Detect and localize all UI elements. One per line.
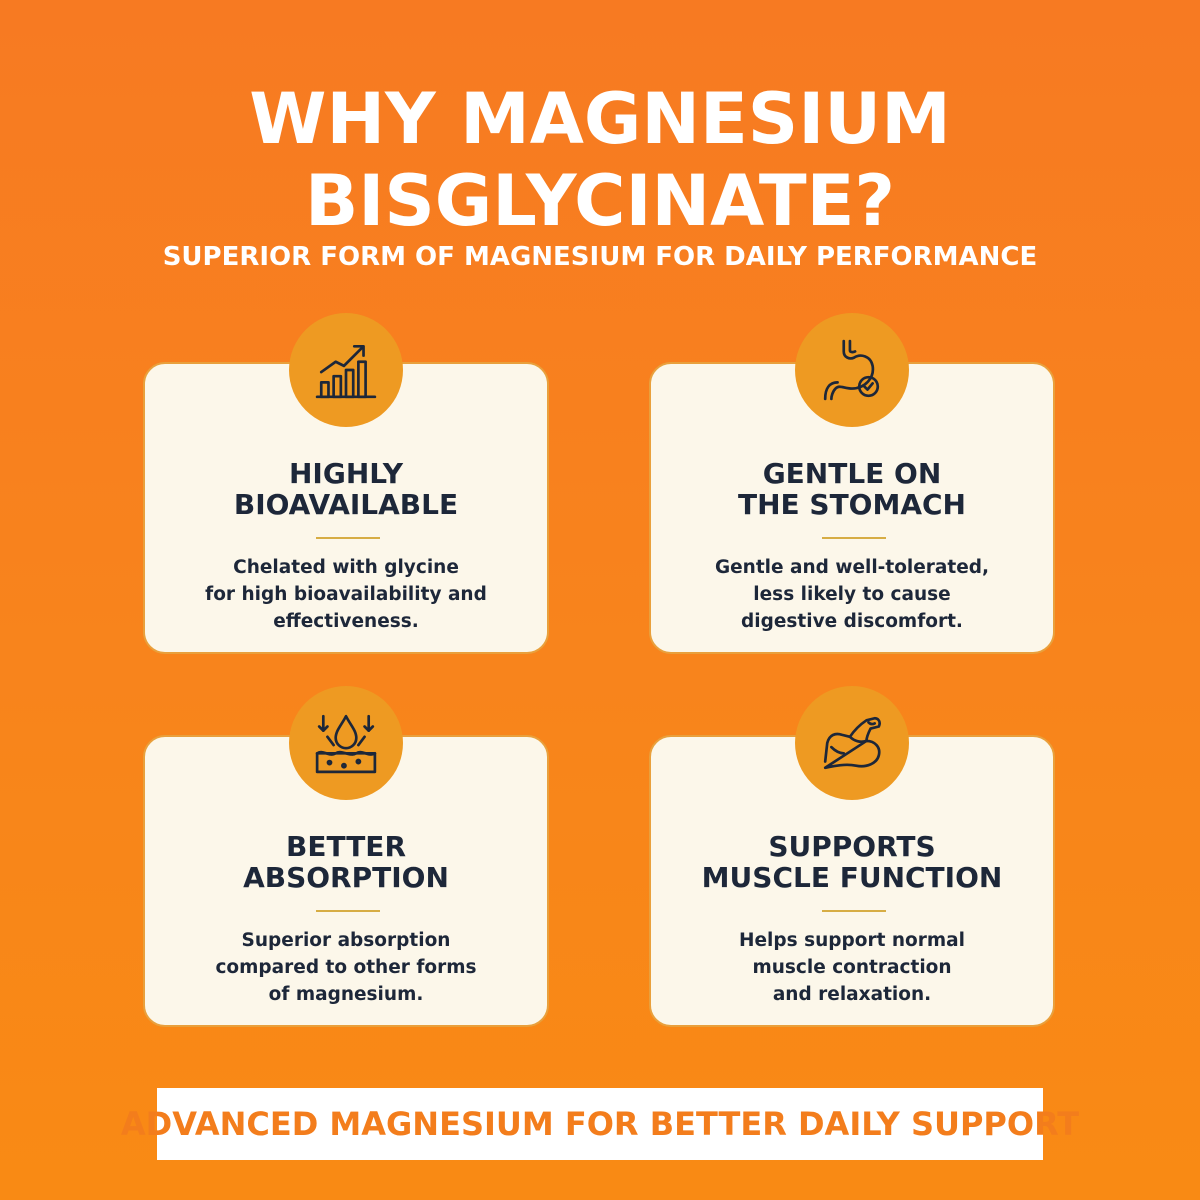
card-divider — [822, 537, 886, 539]
card-title: HIGHLY BIOAVAILABLE — [145, 458, 547, 520]
card-title-line-1: GENTLE ON — [762, 457, 942, 490]
card-title: GENTLE ON THE STOMACH — [651, 458, 1053, 520]
card-text-line-3: of magnesium. — [268, 984, 424, 1005]
card-title-line-2: MUSCLE FUNCTION — [701, 861, 1003, 894]
card-text-line-3: effectiveness. — [273, 611, 419, 632]
card-description: Chelated with glycine for high bioavaila… — [175, 554, 517, 635]
badge-bioavailable — [289, 313, 403, 427]
card-title-line-1: SUPPORTS — [768, 830, 936, 863]
title-line-2: BISGLYCINATE? — [304, 160, 896, 242]
card-text-line-2: for high bioavailability and — [205, 584, 487, 605]
card-title: SUPPORTS MUSCLE FUNCTION — [651, 831, 1053, 893]
card-title-line-2: THE STOMACH — [738, 488, 966, 521]
card-divider — [316, 537, 380, 539]
card-text-line-2: compared to other forms — [215, 957, 477, 978]
feature-card-gentle-stomach: GENTLE ON THE STOMACH Gentle and well-to… — [649, 362, 1055, 654]
card-text-line-2: muscle contraction — [752, 957, 952, 978]
card-divider — [316, 910, 380, 912]
page-subtitle: SUPERIOR FORM OF MAGNESIUM FOR DAILY PER… — [162, 242, 1038, 272]
badge-muscle — [795, 686, 909, 800]
card-title-line-2: BIOAVAILABLE — [233, 488, 459, 521]
title-line-1: WHY MAGNESIUM — [249, 78, 951, 160]
bottom-banner: ADVANCED MAGNESIUM FOR BETTER DAILY SUPP… — [121, 1088, 1079, 1160]
card-text-line-3: digestive discomfort. — [741, 611, 963, 632]
card-text-line-1: Helps support normal — [739, 930, 965, 951]
card-text-line-3: and relaxation. — [772, 984, 932, 1005]
card-title-line-1: HIGHLY — [288, 457, 404, 490]
badge-gentle-stomach — [795, 313, 909, 427]
card-title-line-1: BETTER — [286, 830, 406, 863]
card-title-line-2: ABSORPTION — [243, 861, 449, 894]
page-title: WHY MAGNESIUM BISGLYCINATE? — [0, 78, 1200, 242]
card-description: Superior absorption compared to other fo… — [175, 927, 517, 1008]
card-description: Gentle and well-tolerated, less likely t… — [681, 554, 1023, 635]
stomach-check-icon — [823, 339, 880, 401]
growth-chart-icon — [315, 344, 377, 399]
flexed-arm-icon — [823, 716, 881, 770]
card-title: BETTER ABSORPTION — [145, 831, 547, 893]
card-description: Helps support normal muscle contraction … — [681, 927, 1023, 1008]
card-text-line-1: Gentle and well-tolerated, — [714, 557, 990, 578]
absorption-drop-icon — [315, 714, 377, 774]
banner-text: ADVANCED MAGNESIUM FOR BETTER DAILY SUPP… — [120, 1105, 1080, 1143]
card-text-line-2: less likely to cause — [753, 584, 951, 605]
card-text-line-1: Superior absorption — [241, 930, 451, 951]
card-divider — [822, 910, 886, 912]
badge-absorption — [289, 686, 403, 800]
card-text-line-1: Chelated with glycine — [233, 557, 459, 578]
